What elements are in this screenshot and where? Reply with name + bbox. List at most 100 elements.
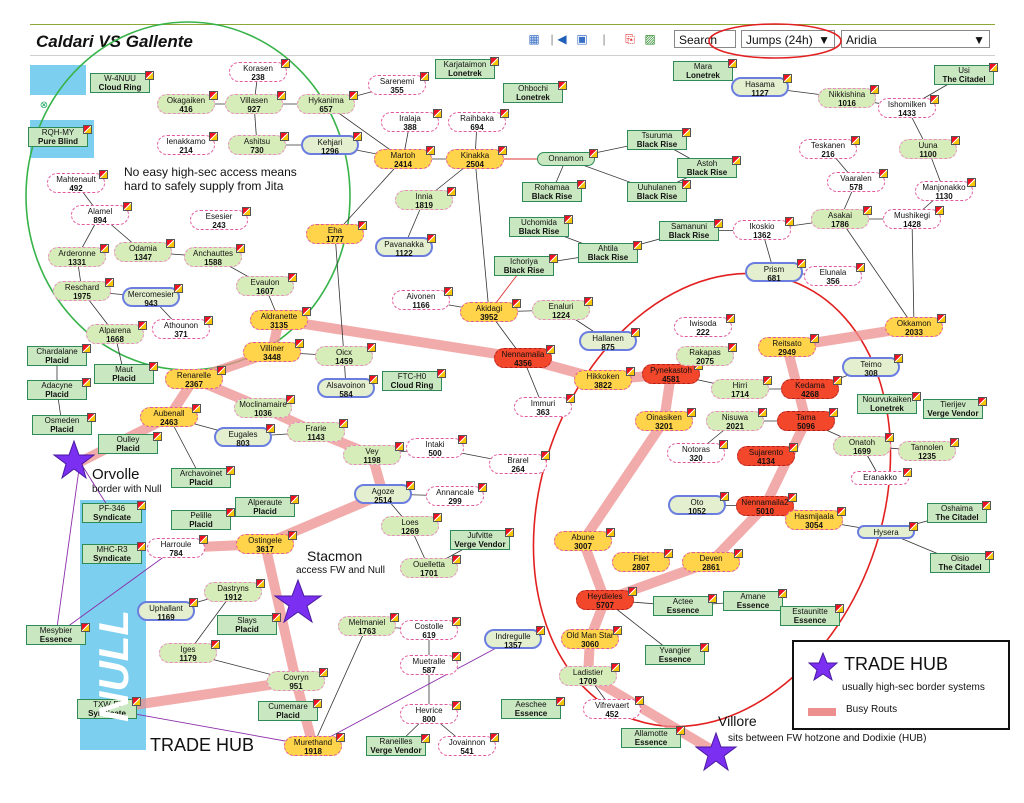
system-node[interactable]: Eranakko [851,471,909,485]
grid-icon[interactable]: ▦ [528,32,540,46]
system-node[interactable]: Onnamon [537,152,595,166]
region-select[interactable]: Aridia▼ [841,30,990,48]
image-icon[interactable]: ▨ [644,32,656,46]
search-input[interactable]: Search [674,30,736,48]
zoom-reset-icon[interactable]: ⊗ [39,100,49,111]
window-icon[interactable]: ▣ [576,32,588,46]
mode-select[interactable]: Jumps (24h)▼ [741,30,835,48]
